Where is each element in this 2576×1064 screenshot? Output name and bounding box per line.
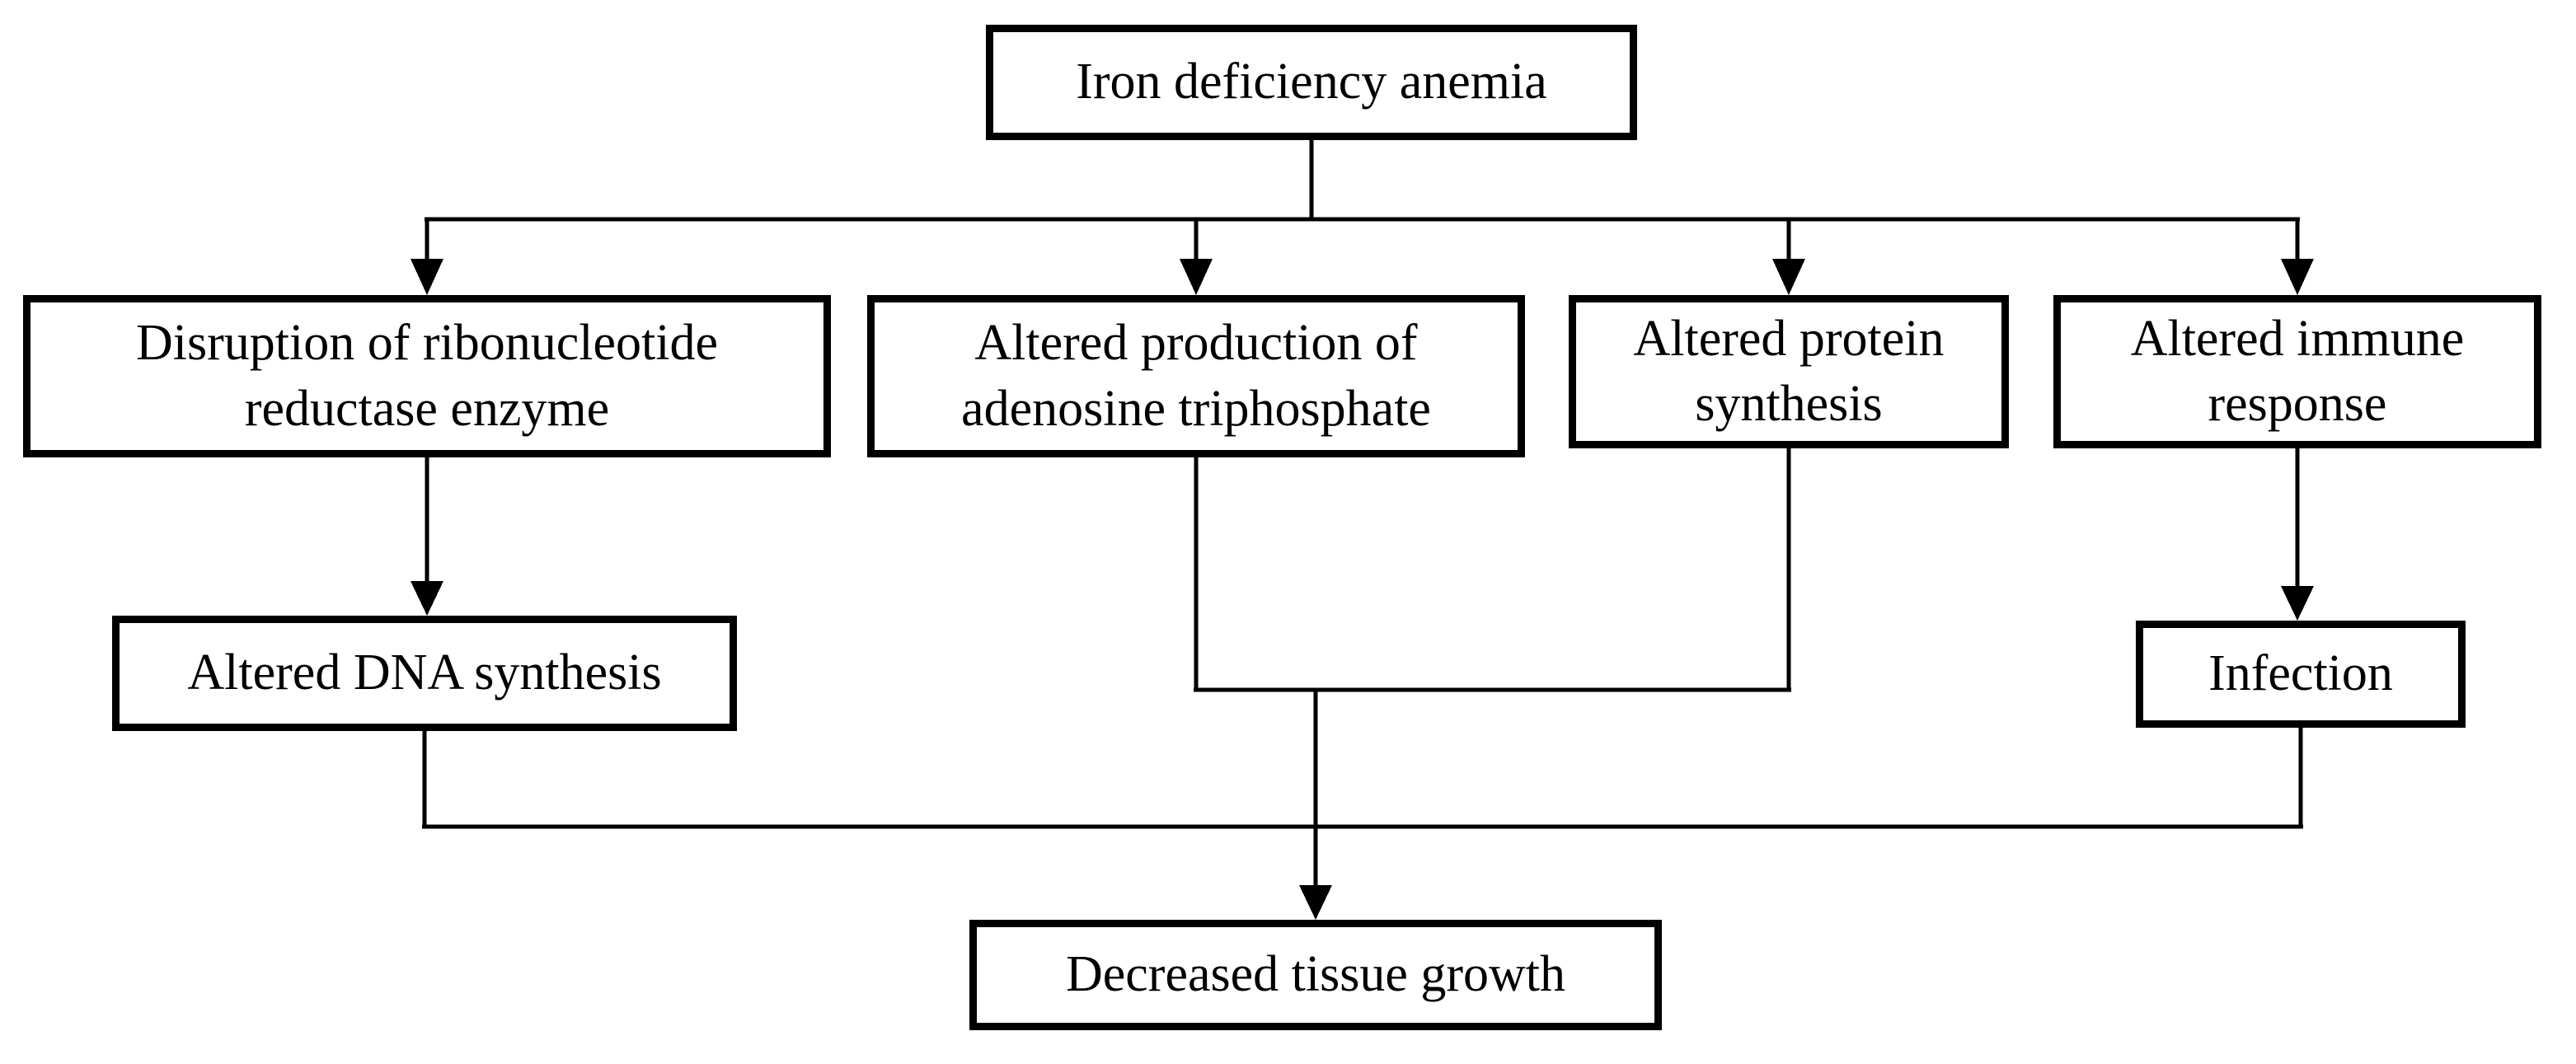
node-altered-protein-synthesis-label: Altered protein synthesis xyxy=(1633,310,1945,432)
arrowhead-to-protein xyxy=(1772,259,1805,295)
node-altered-protein-synthesis: Altered protein synthesis xyxy=(1569,295,2009,448)
arrowhead-to-production xyxy=(1180,259,1213,295)
node-infection-label: Infection xyxy=(2208,645,2393,702)
node-iron-deficiency-anemia: Iron deficiency anemia xyxy=(986,25,1637,140)
node-altered-dna-synthesis: Altered DNA synthesis xyxy=(112,616,737,731)
node-altered-immune-response-label: Altered immune response xyxy=(2130,310,2465,432)
node-altered-dna-synthesis-label: Altered DNA synthesis xyxy=(187,644,662,701)
node-iron-deficiency-anemia-label: Iron deficiency anemia xyxy=(1076,54,1547,110)
arrowhead-to-infection xyxy=(2281,586,2314,621)
node-disruption-ribonucleotide-reductase-label: Disruption of ribonucleotide reductase e… xyxy=(136,315,718,437)
node-disruption-ribonucleotide-reductase: Disruption of ribonucleotide reductase e… xyxy=(23,295,831,457)
arrowhead-to-dna xyxy=(411,581,443,616)
node-decreased-tissue-growth-label: Decreased tissue growth xyxy=(1065,946,1565,1003)
node-altered-atp-production: Altered production of adenosine triphosp… xyxy=(867,295,1525,457)
arrowhead-to-disruption xyxy=(411,259,443,295)
node-altered-atp-production-label: Altered production of adenosine triphosp… xyxy=(961,315,1431,437)
node-altered-immune-response: Altered immune response xyxy=(2053,295,2541,448)
arrowhead-to-tissue xyxy=(1299,885,1332,920)
node-infection: Infection xyxy=(2136,621,2466,728)
arrowhead-to-immune xyxy=(2281,259,2314,295)
node-decreased-tissue-growth: Decreased tissue growth xyxy=(969,920,1662,1030)
